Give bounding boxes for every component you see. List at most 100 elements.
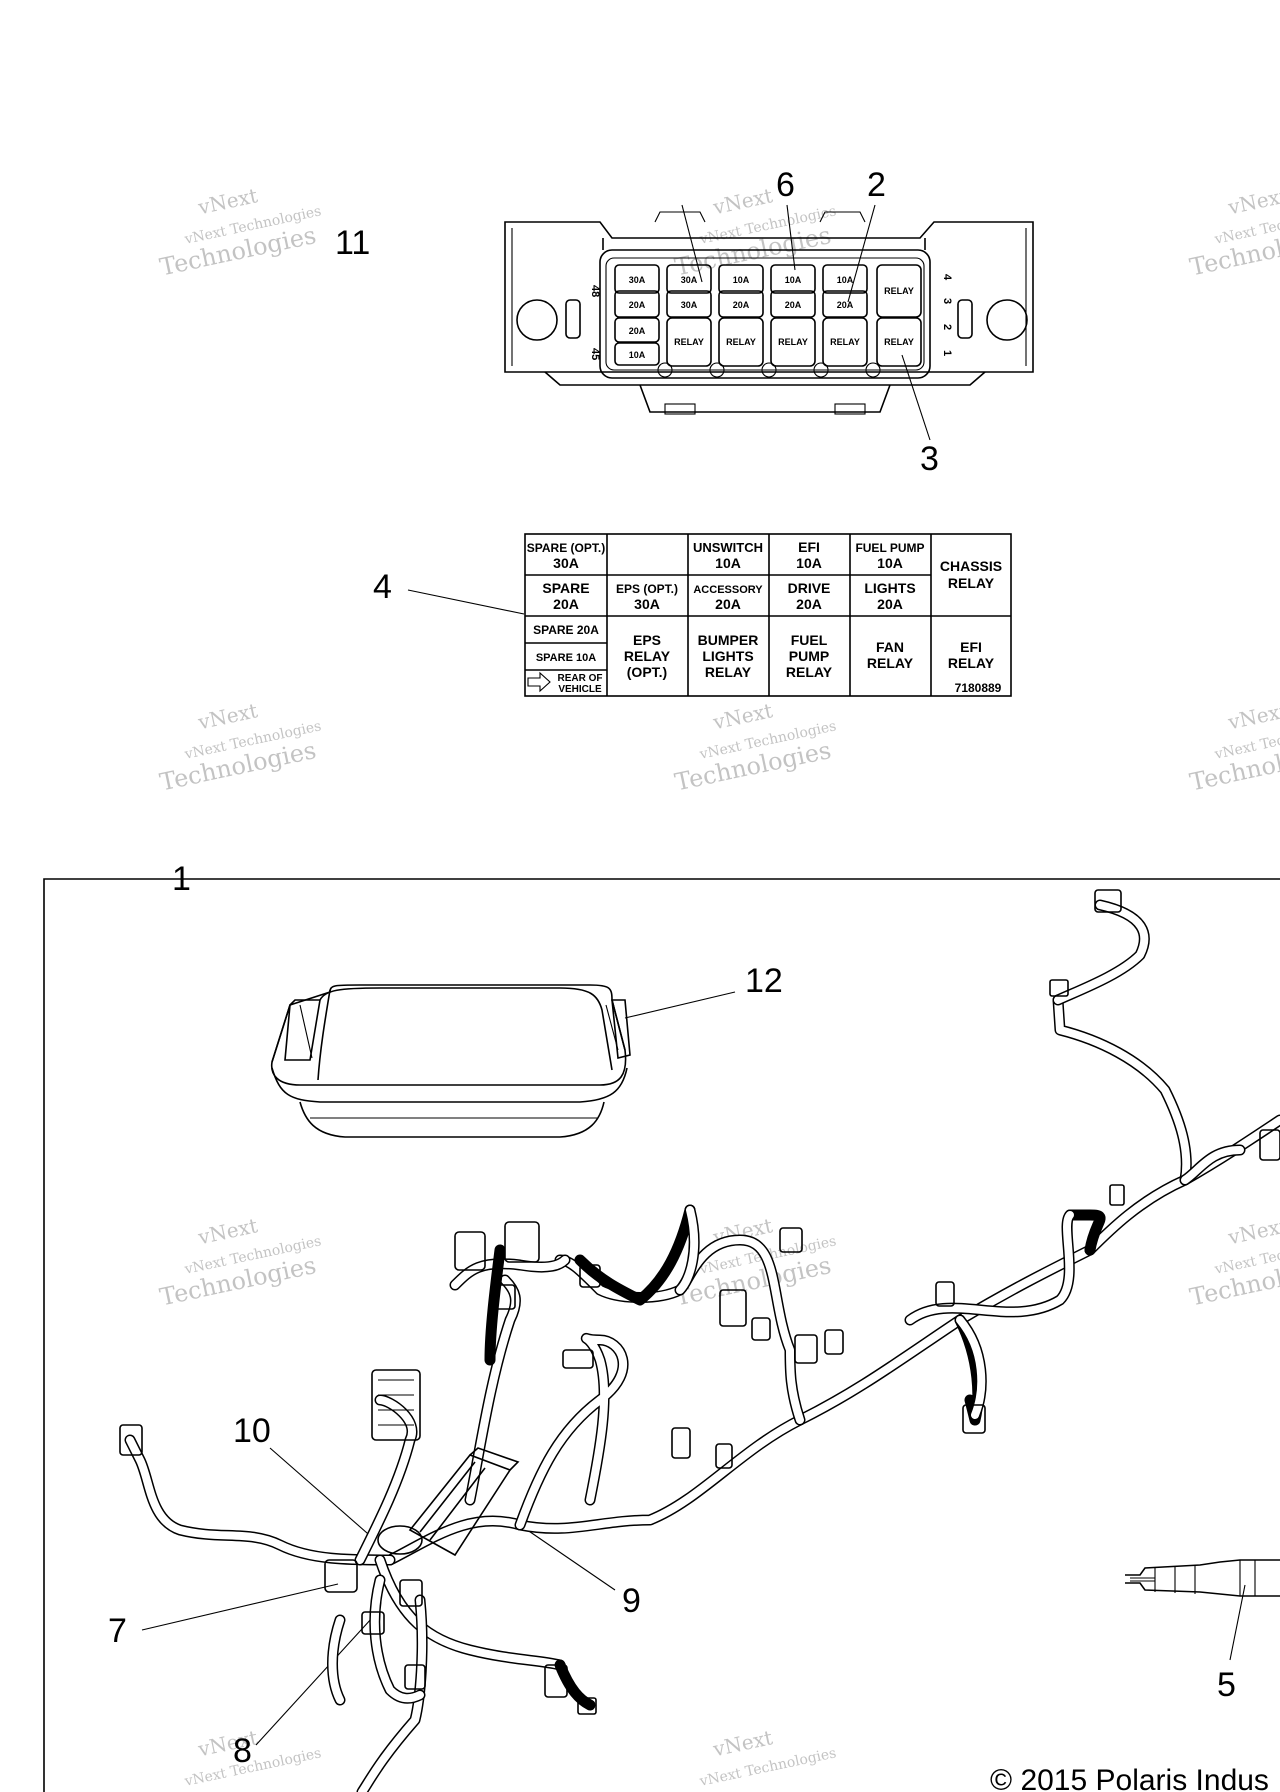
svg-text:RELAY: RELAY xyxy=(948,575,995,591)
relay-slot: RELAY xyxy=(666,317,712,367)
watermark: vNext vNext Technologies Technologies xyxy=(157,183,322,281)
svg-text:2: 2 xyxy=(941,324,953,330)
svg-text:BUMPER: BUMPER xyxy=(698,632,759,648)
relay-slot: RELAY xyxy=(876,317,922,367)
fuse-slot: 20A xyxy=(614,290,660,318)
svg-text:30A: 30A xyxy=(681,275,698,285)
svg-text:REAR OF: REAR OF xyxy=(558,673,603,684)
wire-harness xyxy=(124,899,1280,1792)
svg-text:10A: 10A xyxy=(837,275,854,285)
svg-text:FAN: FAN xyxy=(876,639,904,655)
svg-text:10A: 10A xyxy=(796,555,822,571)
svg-text:10A: 10A xyxy=(733,275,750,285)
svg-text:vNext: vNext xyxy=(710,698,775,734)
svg-text:SPARE 20A: SPARE 20A xyxy=(533,623,599,637)
fuse-slot: 30A xyxy=(666,290,712,318)
svg-text:30A: 30A xyxy=(681,300,698,310)
watermark: vNext vNext Technologies Technologies xyxy=(157,1213,322,1311)
svg-text:20A: 20A xyxy=(715,596,741,612)
svg-text:45: 45 xyxy=(589,348,601,360)
harness-connectors xyxy=(119,889,1280,1715)
callout-7: 7 xyxy=(108,1612,127,1650)
callout-4: 4 xyxy=(373,568,392,606)
callout-12: 12 xyxy=(745,962,783,1000)
callout-6: 6 xyxy=(776,166,795,204)
svg-text:4: 4 xyxy=(941,274,953,281)
svg-text:EFI: EFI xyxy=(798,539,820,555)
svg-text:10A: 10A xyxy=(877,555,903,571)
svg-text:20A: 20A xyxy=(837,300,854,310)
svg-text:ACCESSORY: ACCESSORY xyxy=(693,584,763,596)
svg-text:20A: 20A xyxy=(629,300,646,310)
svg-text:vNext: vNext xyxy=(1225,698,1280,734)
fuse-slot: 30A xyxy=(666,264,712,294)
svg-text:vNext: vNext xyxy=(1225,1213,1280,1249)
svg-text:(OPT.): (OPT.) xyxy=(627,664,667,680)
watermark: vNext vNext Technologies Technologies xyxy=(157,698,322,796)
svg-text:DRIVE: DRIVE xyxy=(788,580,831,596)
relay-slot: RELAY xyxy=(876,264,922,318)
callout-2: 2 xyxy=(867,166,886,204)
svg-text:20A: 20A xyxy=(553,596,579,612)
fuse-slot: 20A xyxy=(614,317,660,343)
svg-text:SPARE: SPARE xyxy=(542,580,589,596)
svg-text:vNext: vNext xyxy=(195,183,260,219)
fuse-box: 30A 30A 10A 10A 10A RELAY 20A 30A 20A 20… xyxy=(504,211,1034,415)
fuse-slot: 20A xyxy=(822,290,868,318)
svg-text:vNext: vNext xyxy=(710,183,775,219)
svg-text:48: 48 xyxy=(589,285,601,297)
harness-plug xyxy=(1125,1559,1280,1597)
svg-text:FUEL PUMP: FUEL PUMP xyxy=(855,541,924,555)
watermark: vNext vNext Technologies xyxy=(697,1725,837,1790)
svg-text:20A: 20A xyxy=(796,596,822,612)
svg-text:UNSWITCH: UNSWITCH xyxy=(693,540,763,555)
fuse-slot: 10A xyxy=(770,264,816,294)
svg-text:3: 3 xyxy=(941,298,953,304)
callout-3: 3 xyxy=(920,440,939,478)
svg-text:vNext: vNext xyxy=(195,698,260,734)
watermark: vNext vNext Technologies Technologies xyxy=(672,698,837,796)
fuse-slot: 10A xyxy=(718,264,764,294)
svg-text:SPARE 10A: SPARE 10A xyxy=(536,652,596,664)
svg-text:20A: 20A xyxy=(877,596,903,612)
svg-text:EPS (OPT.): EPS (OPT.) xyxy=(616,582,678,596)
callout-5: 5 xyxy=(1217,1666,1236,1704)
fuse-box-cover xyxy=(270,984,631,1138)
watermark: vNext vNext Technologies Technologies xyxy=(1187,1213,1280,1311)
arrow-right-icon xyxy=(527,671,551,693)
relay-slot: RELAY xyxy=(718,317,764,367)
svg-text:20A: 20A xyxy=(629,326,646,336)
callout-11: 11 xyxy=(335,224,370,262)
svg-text:RELAY: RELAY xyxy=(624,648,671,664)
fuse-label-table: SPARE (OPT.) 30A UNSWITCH 10A EFI 10A FU… xyxy=(524,533,1012,697)
fuse-slot: 30A xyxy=(614,264,660,294)
svg-text:FUEL: FUEL xyxy=(791,632,828,648)
svg-text:20A: 20A xyxy=(733,300,750,310)
relay-slot: RELAY xyxy=(822,317,868,367)
svg-text:EPS: EPS xyxy=(633,632,661,648)
harness-frame xyxy=(43,878,1280,1792)
svg-text:LIGHTS: LIGHTS xyxy=(702,648,753,664)
svg-text:VEHICLE: VEHICLE xyxy=(558,684,602,695)
callout-10: 10 xyxy=(233,1412,271,1450)
watermark: vNext vNext Technologies Technologies xyxy=(1187,183,1280,281)
svg-text:RELAY: RELAY xyxy=(884,337,914,347)
svg-text:RELAY: RELAY xyxy=(726,337,756,347)
watermark: vNext vNext Technologies Technologies xyxy=(1187,698,1280,796)
svg-text:10A: 10A xyxy=(785,275,802,285)
svg-text:vNext: vNext xyxy=(1225,183,1280,219)
svg-text:10A: 10A xyxy=(715,555,741,571)
fuse-slot: 10A xyxy=(822,264,868,294)
svg-text:1: 1 xyxy=(941,350,953,356)
svg-text:20A: 20A xyxy=(785,300,802,310)
svg-text:EFI: EFI xyxy=(960,639,982,655)
svg-text:30A: 30A xyxy=(629,275,646,285)
svg-text:RELAY: RELAY xyxy=(778,337,808,347)
svg-text:PUMP: PUMP xyxy=(789,648,829,664)
svg-text:vNext: vNext xyxy=(710,1725,775,1761)
svg-text:RELAY: RELAY xyxy=(674,337,704,347)
svg-text:30A: 30A xyxy=(553,555,579,571)
leader-lines xyxy=(141,204,1246,1746)
fuse-slot: 20A xyxy=(718,290,764,318)
